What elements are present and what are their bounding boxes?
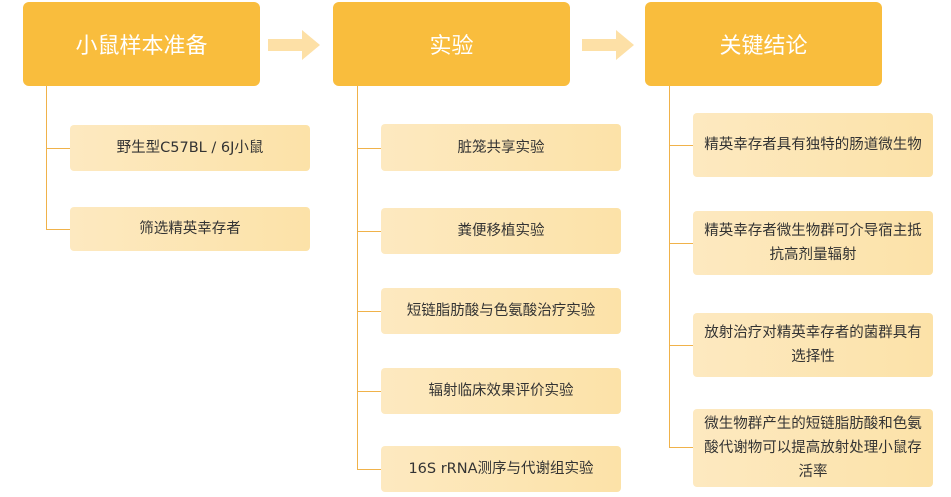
header-key-conclusions: 关键结论 [645, 2, 882, 86]
connector-horizontal [669, 243, 693, 244]
item-16s-metabolome: 16S rRNA测序与代谢组实验 [381, 446, 621, 492]
header-sample-prep: 小鼠样本准备 [23, 2, 260, 86]
item-unique-gut-microbes: 精英幸存者具有独特的肠道微生物 [693, 113, 933, 177]
connector-horizontal [669, 447, 693, 448]
item-microbiota-resist-radiation: 精英幸存者微生物群可介导宿主抵抗高剂量辐射 [693, 211, 933, 275]
connector-horizontal [357, 311, 381, 312]
item-wild-type-mice: 野生型C57BL / 6J小鼠 [70, 125, 310, 171]
arrow-right-icon [268, 30, 320, 60]
arrow-right-icon [582, 30, 634, 60]
connector-horizontal [357, 391, 381, 392]
connector-horizontal [46, 229, 70, 230]
connector-vertical [46, 86, 47, 229]
connector-horizontal [669, 345, 693, 346]
connector-horizontal [357, 231, 381, 232]
connector-vertical [357, 86, 358, 469]
connector-horizontal [357, 148, 381, 149]
item-radiotherapy-selectivity: 放射治疗对精英幸存者的菌群具有选择性 [693, 313, 933, 377]
connector-horizontal [46, 148, 70, 149]
item-dirty-cage-sharing: 脏笼共享实验 [381, 124, 621, 171]
item-metabolites-improve-survival: 微生物群产生的短链脂肪酸和色氨酸代谢物可以提高放射处理小鼠存活率 [693, 409, 933, 487]
connector-vertical [669, 86, 670, 447]
header-experiments: 实验 [333, 2, 570, 86]
item-screen-elite-survivors: 筛选精英幸存者 [70, 207, 310, 251]
connector-horizontal [669, 145, 693, 146]
item-scfa-tryptophan-treatment: 短链脂肪酸与色氨酸治疗实验 [381, 288, 621, 334]
item-radiation-clinical-evaluation: 辐射临床效果评价实验 [381, 368, 621, 414]
connector-horizontal [357, 469, 381, 470]
item-fecal-transplant: 粪便移植实验 [381, 208, 621, 254]
